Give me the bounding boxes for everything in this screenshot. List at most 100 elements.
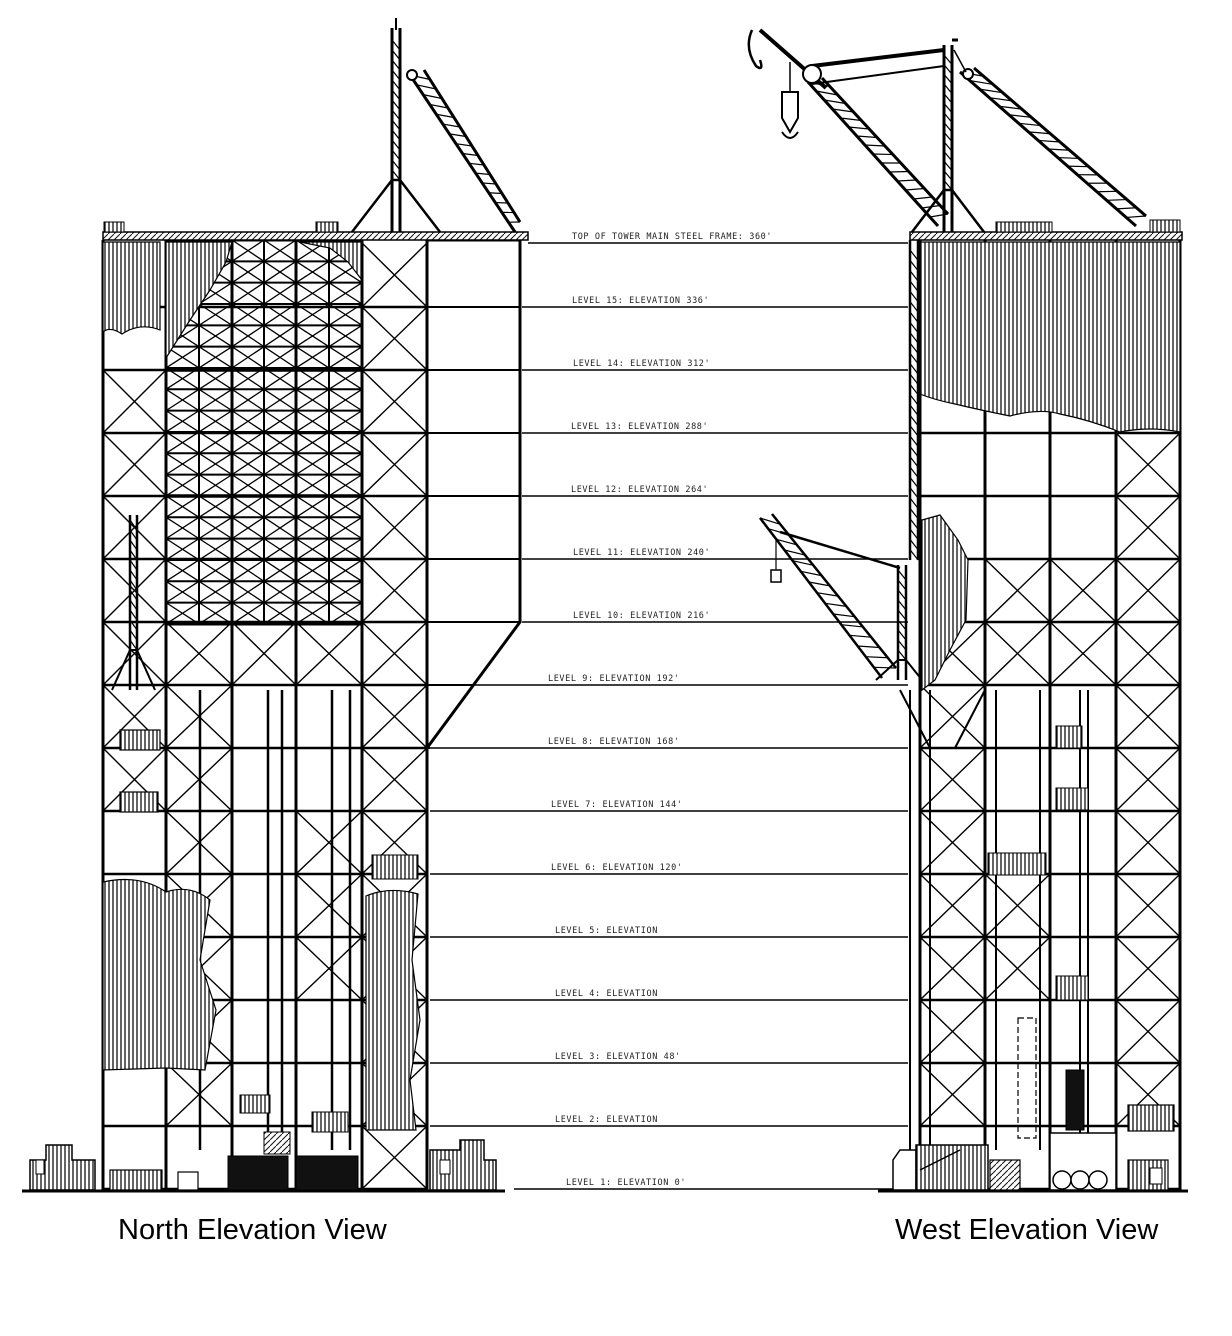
structural-member — [919, 936, 986, 1001]
structural-member — [391, 159, 401, 171]
level-label: LEVEL 3: ELEVATION 48' — [555, 1052, 681, 1062]
structural-member — [328, 303, 363, 326]
structural-member — [231, 559, 265, 582]
structural-member — [198, 410, 233, 433]
level-label: LEVEL 6: ELEVATION 120' — [551, 863, 683, 873]
structural-member — [198, 303, 233, 326]
structural-member — [165, 431, 200, 454]
north-equipment — [119, 729, 359, 1191]
structural-member — [231, 260, 265, 284]
structural-member — [391, 39, 401, 51]
structural-member — [328, 538, 363, 561]
structural-member — [198, 388, 233, 412]
structural-member — [909, 373, 919, 385]
structural-member — [129, 579, 138, 591]
structural-member — [915, 1144, 989, 1191]
structural-member — [1115, 432, 1181, 497]
structural-member — [198, 538, 233, 561]
structural-member — [1057, 156, 1080, 160]
structural-member — [436, 113, 455, 119]
structural-member — [899, 689, 931, 749]
west-equipment — [987, 725, 1089, 1139]
structural-member — [1047, 148, 1070, 151]
structural-member — [231, 538, 265, 561]
structural-member — [865, 656, 888, 659]
structural-member — [119, 729, 161, 751]
structural-member — [864, 144, 886, 147]
structural-member — [295, 810, 363, 875]
structural-member — [263, 1131, 291, 1155]
structural-member — [816, 90, 838, 96]
structural-member — [295, 452, 330, 476]
structural-member — [227, 1155, 289, 1191]
structural-member — [921, 204, 941, 209]
structural-member — [391, 109, 401, 121]
structural-member — [129, 529, 138, 541]
structural-member — [919, 999, 986, 1064]
structural-member — [295, 474, 330, 497]
structural-member — [165, 747, 233, 812]
structural-member — [909, 476, 919, 489]
structural-member — [848, 126, 870, 130]
structural-member — [295, 936, 363, 1001]
structural-member — [824, 602, 847, 607]
structural-member — [263, 602, 297, 625]
structural-member — [295, 346, 330, 369]
structural-member — [909, 332, 919, 344]
structural-member — [295, 873, 363, 938]
level-label: LEVEL 2: ELEVATION — [555, 1115, 658, 1125]
structural-member — [816, 592, 839, 597]
structural-member — [987, 852, 1047, 876]
structural-member — [943, 112, 953, 123]
structural-member — [198, 474, 233, 497]
structural-member — [1106, 198, 1127, 201]
structural-member — [295, 602, 330, 625]
structural-member — [391, 99, 401, 111]
structural-member — [909, 538, 919, 551]
elevation-level-lines — [430, 242, 908, 1190]
structural-member — [984, 873, 1051, 938]
structural-member — [165, 495, 200, 518]
structural-member — [361, 684, 428, 749]
structural-member — [231, 621, 297, 686]
structural-member — [263, 388, 297, 412]
structural-member — [1067, 165, 1089, 168]
structural-member — [129, 589, 138, 601]
structural-member — [1115, 495, 1181, 560]
structural-member — [361, 495, 428, 560]
structural-member — [909, 352, 919, 365]
structural-member — [999, 105, 1022, 110]
north-hopper — [425, 238, 522, 749]
structural-member — [263, 260, 297, 284]
structural-member — [1088, 1170, 1108, 1190]
structural-member — [391, 49, 401, 61]
structural-member — [905, 187, 925, 191]
structural-member — [1115, 999, 1181, 1064]
structural-member — [361, 432, 428, 497]
structural-member — [1028, 131, 1051, 135]
structural-member — [892, 1149, 917, 1191]
structural-member — [198, 559, 233, 582]
structural-member — [909, 301, 919, 313]
structural-member — [328, 388, 363, 412]
structural-member — [909, 425, 919, 437]
structural-member — [943, 73, 953, 85]
structural-member — [909, 404, 919, 416]
structural-member — [943, 64, 953, 75]
structural-member — [263, 346, 297, 369]
structural-member — [361, 242, 428, 308]
structural-member — [295, 1155, 359, 1191]
north-cladding-top-mid — [165, 241, 233, 361]
structural-member — [943, 93, 953, 104]
north-rooftop-crane — [351, 18, 522, 233]
structural-member — [129, 539, 138, 551]
structural-member — [29, 1144, 96, 1191]
structural-member — [129, 549, 138, 561]
structural-member — [911, 188, 985, 233]
west-cladding-upper — [919, 241, 1181, 433]
structural-member — [1115, 873, 1181, 938]
structural-member — [989, 97, 1013, 102]
structural-member — [1049, 621, 1117, 686]
level-label: LEVEL 8: ELEVATION 168' — [548, 737, 680, 747]
structural-member — [462, 152, 479, 157]
